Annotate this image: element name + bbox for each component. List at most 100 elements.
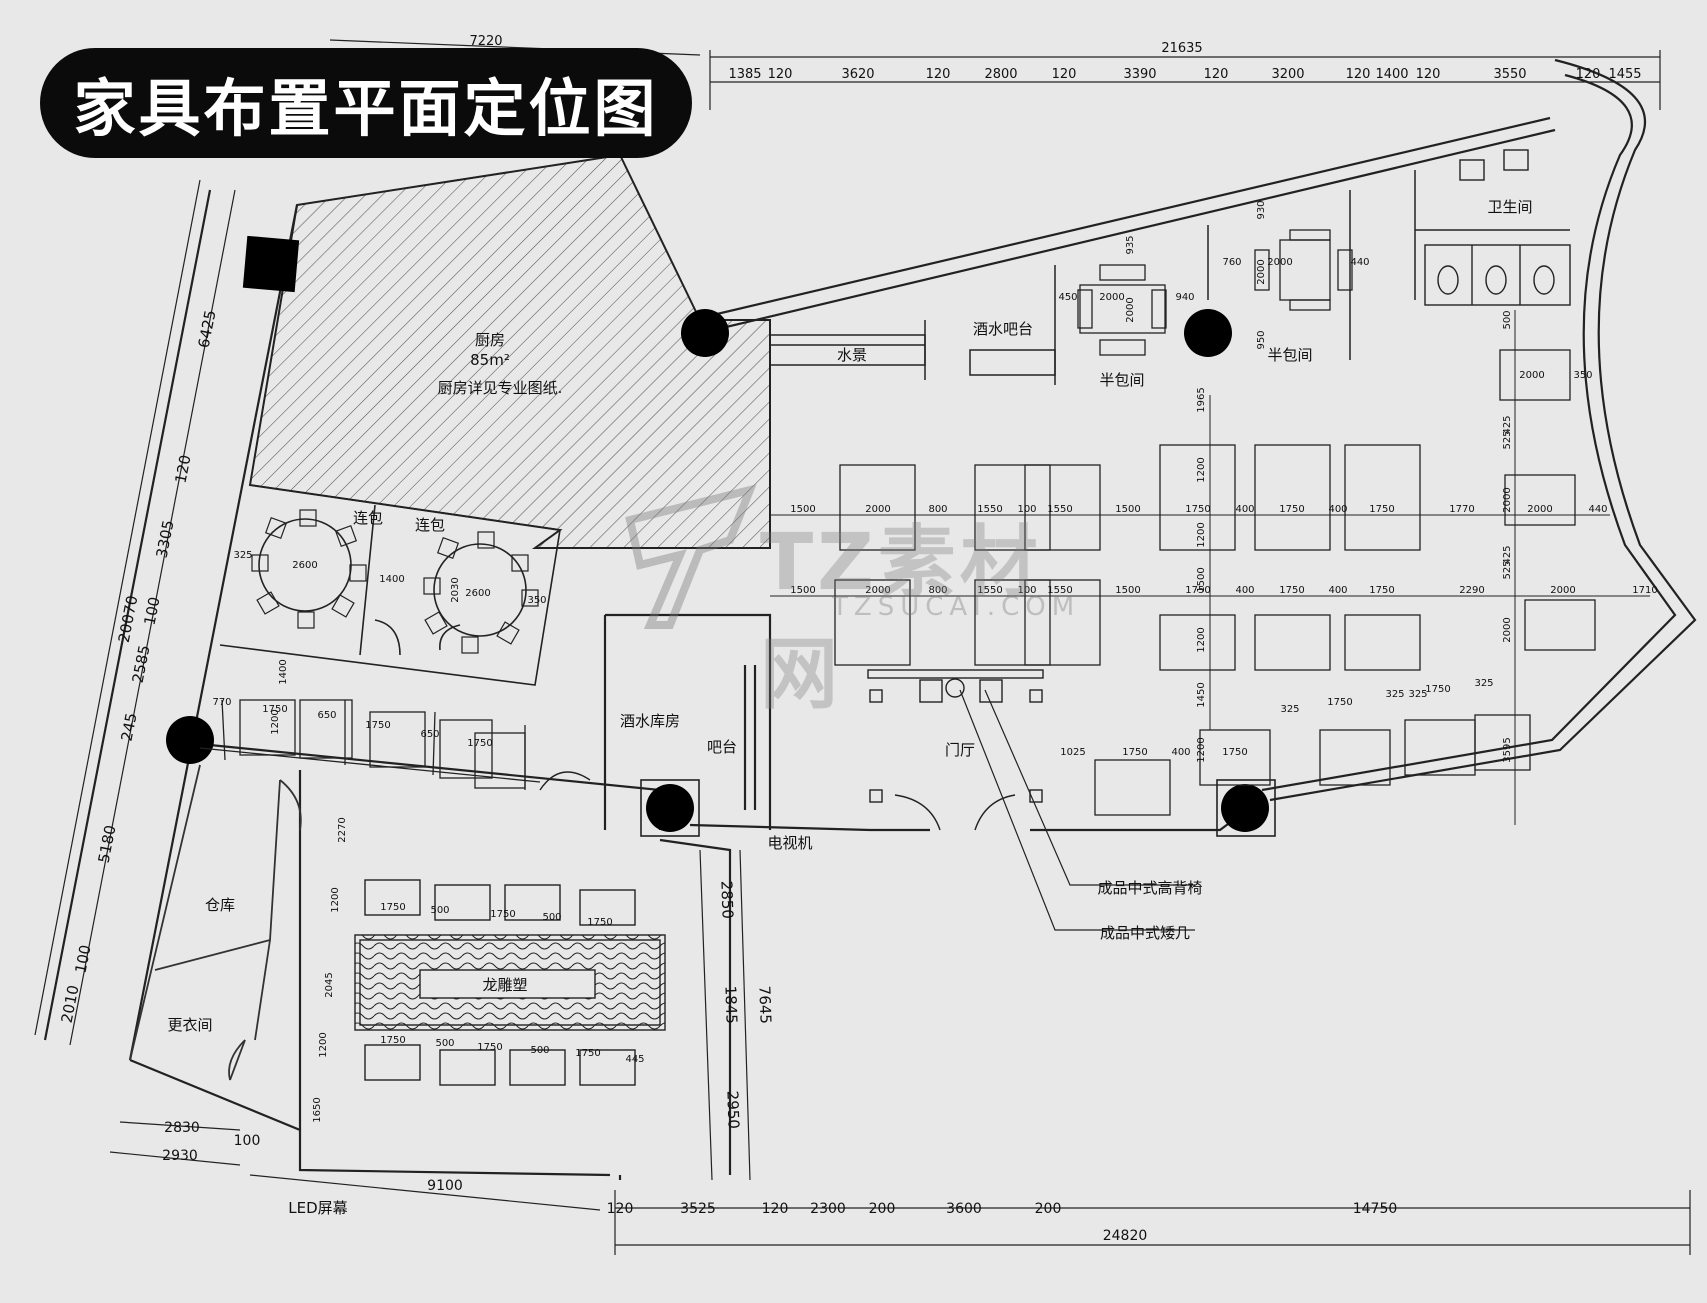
dim-semi-bot: 950 <box>1256 330 1267 349</box>
dim-hall-v: 1200 <box>1196 737 1207 762</box>
dim-semi-top-b: 930 <box>1256 200 1267 219</box>
room-bar-lounge: 酒水吧台 <box>973 320 1033 338</box>
top-dim-seg: 120 <box>1576 67 1601 82</box>
dim-dragon-bot: 500 <box>435 1038 454 1049</box>
dim-dragon-bot: 445 <box>625 1054 644 1065</box>
dim-dragon-top: 1750 <box>490 909 515 920</box>
bottom-dim-seg: 120 <box>607 1201 634 1217</box>
bottom-dim-seg: 3525 <box>680 1201 716 1217</box>
dim-hall-v: 1500 <box>1196 567 1207 592</box>
dim-dragon-v: 2045 <box>324 972 335 997</box>
dim-hall-1: 1550 <box>977 504 1002 515</box>
top-dim-seg: 120 <box>1346 67 1371 82</box>
dim-hall-1: 1500 <box>790 504 815 515</box>
dim-semi-a: 450 <box>1058 292 1077 303</box>
dim-right-col: 2000 <box>1502 487 1513 512</box>
dim-right-col: 525 <box>1502 430 1513 449</box>
dim-hall-1: 800 <box>928 504 947 515</box>
dim-entry: 400 <box>1171 747 1190 758</box>
dim-right-col: 3595 <box>1502 737 1513 762</box>
dim-hall-1: 1750 <box>1279 504 1304 515</box>
top-dim-total: 21635 <box>1161 41 1202 56</box>
room-linked-private-2: 连包 <box>415 516 445 534</box>
top-dim-seg: 1400 <box>1375 67 1408 82</box>
dim-hall-v: 1450 <box>1196 682 1207 707</box>
callout-chair: 成品中式高背椅 <box>1097 879 1202 897</box>
dim-right-col: 2000 <box>1519 370 1544 381</box>
dim-row: 650 <box>317 710 336 721</box>
semi-private-tables <box>1077 229 1353 356</box>
dim-round-table: 2600 <box>292 560 317 571</box>
dim-dragon-top: 1750 <box>380 902 405 913</box>
bottom-dim-total: 24820 <box>1103 1228 1148 1244</box>
dim-hall-1: 100 <box>1017 504 1036 515</box>
dim-right-col: 350 <box>1573 370 1592 381</box>
dim-semi-b: 2000 <box>1267 257 1292 268</box>
dim-round-side-r: 350 <box>527 595 546 606</box>
dim-hall-1: 400 <box>1235 504 1254 515</box>
dim-booth: 325 <box>1408 689 1427 700</box>
dim-dragon-top: 500 <box>542 912 561 923</box>
dim-dragon-top: 500 <box>430 905 449 916</box>
right-dim-mid: 1845 <box>721 985 740 1024</box>
dim-hall-1: 2000 <box>865 504 890 515</box>
top-dim-seg: 120 <box>1052 67 1077 82</box>
lobby <box>867 669 1044 831</box>
top-dim-seg: 3390 <box>1123 67 1156 82</box>
left-dim-seg: 120 <box>172 453 195 485</box>
bottom-dim-left-b: 2930 <box>162 1148 198 1164</box>
dim-hall-2: 400 <box>1328 585 1347 596</box>
dim-round-table: 2600 <box>465 588 490 599</box>
dim-hall-1: 1770 <box>1449 504 1474 515</box>
room-locker: 更衣间 <box>167 1016 212 1034</box>
left-dim-seg: 100 <box>141 595 164 627</box>
room-water-feature: 水景 <box>837 346 867 364</box>
dim-hall-2: 1550 <box>1047 585 1072 596</box>
dim-semi-a: 2000 <box>1099 292 1124 303</box>
left-dimension-chain <box>34 179 236 1046</box>
room-kitchen-area: 85m² <box>470 351 510 369</box>
dim-semi-b: 440 <box>1350 257 1369 268</box>
bottom-dim-seg: 120 <box>762 1201 789 1217</box>
top-dim-seg: 1385 <box>728 67 761 82</box>
dim-hall-1: 1750 <box>1369 504 1394 515</box>
dim-row: 1750 <box>467 738 492 749</box>
dim-hall-v: 1200 <box>1196 457 1207 482</box>
dim-hall-2: 1750 <box>1279 585 1304 596</box>
dim-row: 1750 <box>365 720 390 731</box>
dim-row-gap: 1400 <box>278 659 289 684</box>
right-dim-front: 2850 <box>717 880 736 919</box>
dim-dragon-bot: 500 <box>530 1045 549 1056</box>
dim-dragon-v: 2270 <box>337 817 348 842</box>
dim-dragon-bot: 1750 <box>380 1035 405 1046</box>
booth-row-left <box>199 699 541 790</box>
top-dim-seg: 3200 <box>1271 67 1304 82</box>
dim-hall-2: 2000 <box>1550 585 1575 596</box>
right-dimension-chain <box>699 849 751 1181</box>
dim-right-col: 425 <box>1502 415 1513 434</box>
room-linked-private-1: 连包 <box>353 509 383 527</box>
dim-hall-v: 1200 <box>1196 522 1207 547</box>
bottom-dim-seg: 200 <box>869 1201 896 1217</box>
dim-semi-a: 940 <box>1175 292 1194 303</box>
callout-table: 成品中式矮几 <box>1100 924 1190 942</box>
dim-hall-2: 1500 <box>790 585 815 596</box>
bottom-dim-gap: 100 <box>234 1133 261 1149</box>
dim-hall-v: 1200 <box>1196 627 1207 652</box>
top-dim-seg: 3550 <box>1493 67 1526 82</box>
dim-dragon-top: 1750 <box>587 917 612 928</box>
dim-dragon-v: 1200 <box>318 1032 329 1057</box>
dim-row: 770 <box>212 697 231 708</box>
dim-right-col: 2000 <box>1502 617 1513 642</box>
led-screen-label: LED屏幕 <box>288 1199 347 1217</box>
page-title: 家具布置平面定位图 <box>40 48 692 158</box>
dim-hall-1: 400 <box>1328 504 1347 515</box>
bottom-dimension-chain <box>109 1121 1691 1255</box>
top-dim-seg: 1455 <box>1608 67 1641 82</box>
dim-right-col: 500 <box>1502 310 1513 329</box>
bottom-dim-left-a: 2830 <box>164 1120 200 1136</box>
dim-round-gap: 1400 <box>379 574 404 585</box>
dim-hall-2: 2000 <box>865 585 890 596</box>
dim-hall-2: 2290 <box>1459 585 1484 596</box>
